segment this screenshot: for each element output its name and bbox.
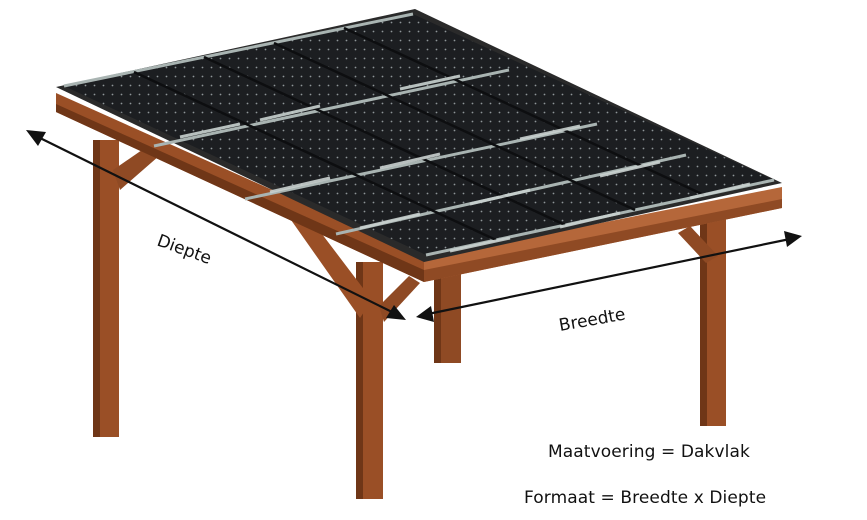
back-brace-right xyxy=(678,226,718,263)
depth-arrowhead-end xyxy=(386,305,406,320)
depth-arrowhead-start xyxy=(26,130,46,146)
width-arrowhead-end xyxy=(784,231,802,247)
depth-label: Diepte xyxy=(154,231,214,269)
back-posts xyxy=(434,216,726,426)
roof-beams xyxy=(56,93,782,282)
width-arrow xyxy=(427,237,791,316)
width-label: Breedte xyxy=(557,305,627,336)
solar-roof xyxy=(56,9,782,262)
depth-arrow xyxy=(35,135,397,315)
width-arrowhead-start xyxy=(416,306,434,322)
caption-format: Formaat = Breedte x Diepte xyxy=(524,488,767,508)
caption-dimensions: Maatvoering = Dakvlak xyxy=(548,442,750,462)
brace-middle-left xyxy=(284,205,372,318)
front-posts xyxy=(93,140,383,499)
